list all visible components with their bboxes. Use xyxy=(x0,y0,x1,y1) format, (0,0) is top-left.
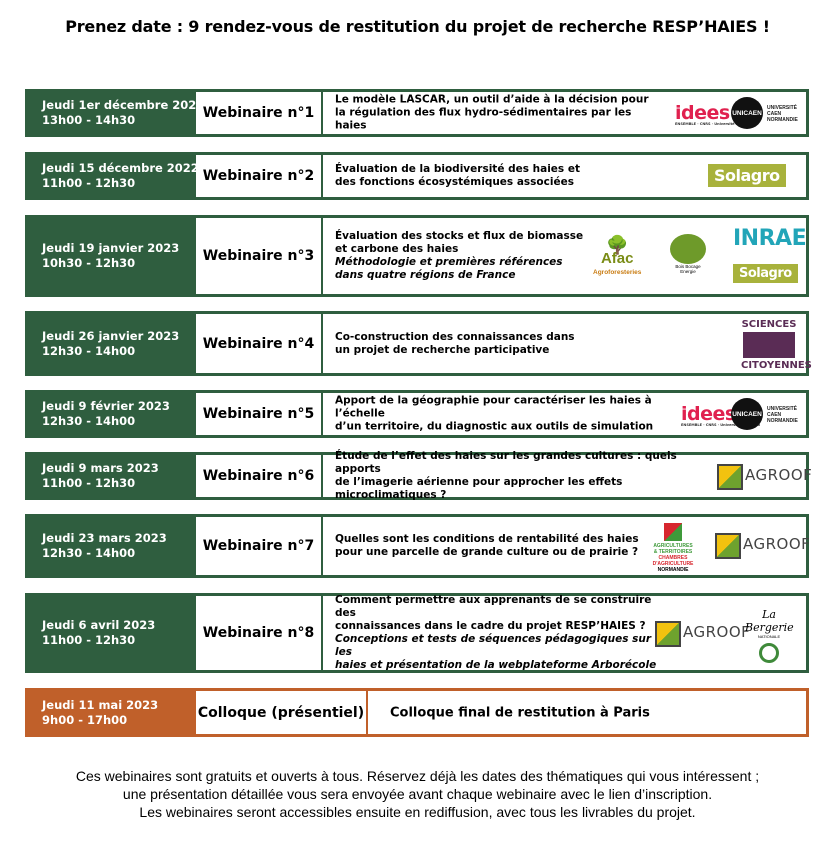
agroof-icon xyxy=(655,621,681,647)
agroof-logo: AGROOF xyxy=(745,466,813,484)
webinar-description: Comment permettre aux apprenants de se c… xyxy=(335,594,657,671)
colloque-description: Colloque final de restitution à Paris xyxy=(390,705,650,720)
unicaen-logo: UNICAEN xyxy=(731,398,763,430)
footer-note: Ces webinaires sont gratuits et ouverts … xyxy=(75,768,760,820)
agroof-logo: AGROOF xyxy=(743,535,811,553)
webinar-description: Apport de la géographie pour caractérise… xyxy=(335,394,654,433)
solagro-logo: Solagro xyxy=(708,164,786,187)
webinar-label: Webinaire n°8 xyxy=(196,596,321,670)
webinar-description-box: Évaluation de la biodiversité des haies … xyxy=(323,155,806,197)
sciences-citoyennes-logo: SCIENCES CITOYENNES xyxy=(741,319,812,371)
unicaen-logo: UNICAEN xyxy=(731,97,763,129)
colloque-description-box: Colloque final de restitution à Paris xyxy=(368,691,806,734)
webinar-description: Évaluation des stocks et flux de biomass… xyxy=(335,230,584,281)
webinar-description: Évaluation de la biodiversité des haies … xyxy=(335,163,580,188)
webinar-label: Webinaire n°1 xyxy=(196,92,321,134)
inrae-logo: INRAE xyxy=(733,226,807,251)
bois-bocage-energie-logo: Bois Bocage Energie xyxy=(667,234,709,274)
agroof-icon xyxy=(715,533,741,559)
webinar-description: Étude de l’effet des haies sur les grand… xyxy=(335,450,677,501)
page-title: Prenez date : 9 rendez-vous de restituti… xyxy=(65,17,770,36)
colloque-label: Colloque (présentiel) xyxy=(196,691,366,734)
agroof-icon xyxy=(717,464,743,490)
webinar-label: Webinaire n°7 xyxy=(196,517,321,575)
webinar-label: Webinaire n°4 xyxy=(196,314,321,373)
webinar-label: Webinaire n°2 xyxy=(196,155,321,197)
webinar-description: Quelles sont les conditions de rentabili… xyxy=(335,533,639,558)
webinar-description-box: Apport de la géographie pour caractérise… xyxy=(323,393,806,435)
chambres-agriculture-logo: AGRICULTURES & TERRITOIRES CHAMBRES D'AG… xyxy=(643,523,703,573)
agroof-logo: AGROOF xyxy=(683,623,751,641)
webinar-label: Webinaire n°6 xyxy=(196,455,321,497)
webinar-description-box: Quelles sont les conditions de rentabili… xyxy=(323,517,810,575)
bergerie-logo: La Bergerie NATIONALE xyxy=(745,608,794,663)
webinar-description: Le modèle LASCAR, un outil d’aide à la d… xyxy=(335,93,649,132)
webinar-label: Webinaire n°5 xyxy=(196,393,321,435)
webinar-description-box: Évaluation des stocks et flux de biomass… xyxy=(323,218,807,294)
webinar-label: Webinaire n°3 xyxy=(196,218,321,294)
webinar-description-box: Étude de l’effet des haies sur les grand… xyxy=(323,450,812,501)
solagro-logo: Solagro xyxy=(733,264,798,283)
webinar-description-box: Comment permettre aux apprenants de se c… xyxy=(323,594,806,671)
webinar-description-box: Le modèle LASCAR, un outil d’aide à la d… xyxy=(323,92,806,134)
